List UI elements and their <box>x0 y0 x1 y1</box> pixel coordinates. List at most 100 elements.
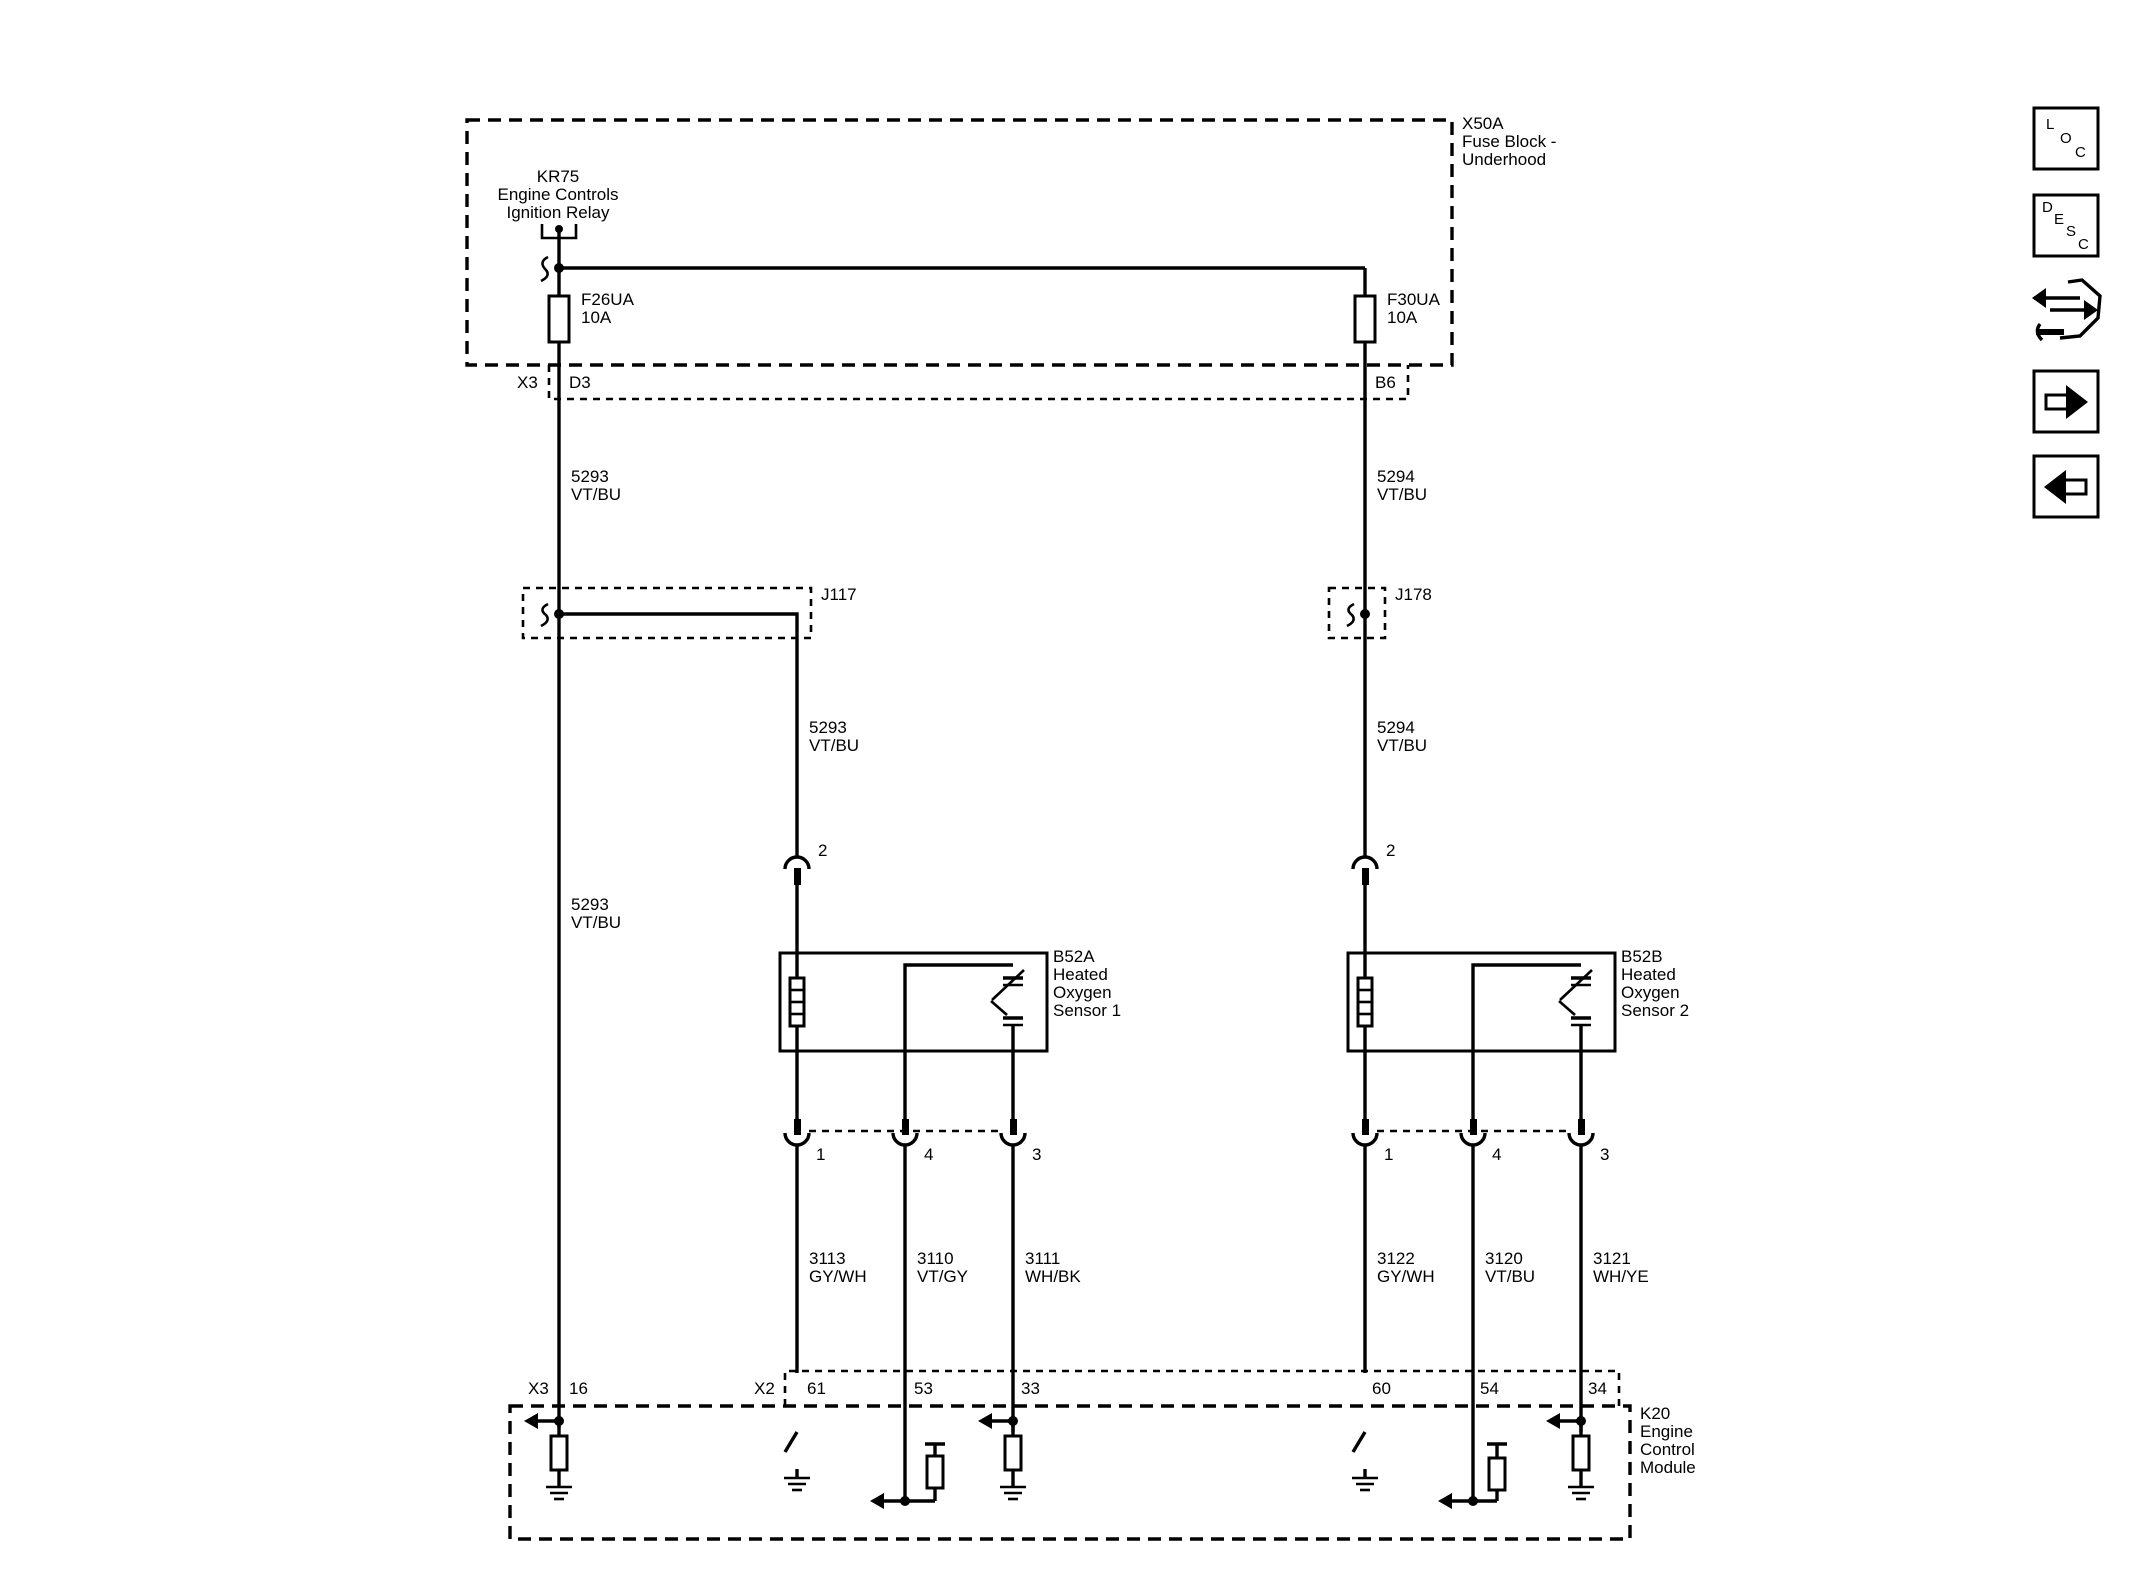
wire-5293-top-circuit: 5293 <box>571 467 609 486</box>
ecm-connector-x2-outline <box>783 1369 1621 1406</box>
fuse-f26ua-rating: 10A <box>581 308 612 327</box>
wire-3111-color: WH/BK <box>1025 1267 1081 1286</box>
loc-letter-o: O <box>2060 130 2072 147</box>
fuse-f26ua-name: F26UA <box>581 290 635 309</box>
wire-5293-top-color: VT/BU <box>571 485 621 504</box>
ecm-pin34-circuit <box>1546 1413 1594 1501</box>
fuse-f30ua-name: F30UA <box>1387 290 1441 309</box>
ecm-pin-53: 53 <box>914 1379 933 1398</box>
arrow-left-icon <box>2044 470 2088 504</box>
ecm-line1: Engine <box>1640 1422 1693 1441</box>
wire-3113-color: GY/WH <box>809 1267 867 1286</box>
relay-desc-2: Ignition Relay <box>506 203 610 222</box>
wire-5294-mid-color: VT/BU <box>1377 736 1427 755</box>
ecm-pin-61: 61 <box>807 1379 826 1398</box>
wire-5294-mid-circuit: 5294 <box>1377 718 1415 737</box>
wire-3121-circuit: 3121 <box>1593 1249 1631 1268</box>
fuse-f30ua-rating: 10A <box>1387 308 1418 327</box>
sensor-b52a-element-icon <box>990 969 1025 1027</box>
loc-letter-l: L <box>2046 116 2054 133</box>
desc-letter-c: C <box>2078 236 2089 253</box>
sensor-b52a-top-terminal <box>783 855 811 885</box>
fuse-f30ua <box>1353 294 1377 344</box>
ecm-line3: Module <box>1640 1458 1696 1477</box>
sensor-b52a-line1: Heated <box>1053 965 1108 984</box>
relay-contact-symbol <box>540 224 578 283</box>
service-procedure-icon[interactable] <box>2032 278 2102 342</box>
wire-3122-color: GY/WH <box>1377 1267 1435 1286</box>
fuse-block-desc-1: Fuse Block - <box>1462 132 1556 151</box>
splice-j117-name: J117 <box>821 585 857 604</box>
ecm-connector-x3: X3 <box>528 1379 549 1398</box>
sensor-b52b-top-pin: 2 <box>1386 841 1395 860</box>
ecm-pin60-switch <box>1351 1431 1378 1492</box>
sensor-b52b-terminal-3 <box>1567 1119 1595 1147</box>
ecm-pin-60: 60 <box>1372 1379 1391 1398</box>
fuse-block-x50a-outline <box>465 118 1454 367</box>
loc-letter-c: C <box>2075 144 2086 161</box>
fuse-connector-pin-b6: B6 <box>1375 373 1396 392</box>
wire-5293-left-circuit: 5293 <box>571 895 609 914</box>
desc-letter-e: E <box>2054 211 2064 228</box>
relay-name: KR75 <box>537 167 580 186</box>
sensor-b52a-terminal-3 <box>999 1119 1027 1147</box>
ecm-pin-16: 16 <box>569 1379 588 1398</box>
ecm-line2: Control <box>1640 1440 1695 1459</box>
ecm-pin-33: 33 <box>1021 1379 1040 1398</box>
wire-5294-top-color: VT/BU <box>1377 485 1427 504</box>
desc-letter-d: D <box>2042 199 2053 216</box>
wire-5293-left-color: VT/BU <box>571 913 621 932</box>
splice-j117-break <box>540 602 549 628</box>
previous-page-button[interactable] <box>2032 454 2100 519</box>
splice-j178-outline <box>1327 586 1387 640</box>
splice-j178-dot <box>1360 609 1370 619</box>
sensor-b52b-body <box>1346 951 1617 1053</box>
ecm-pin54-circuit <box>1438 1442 1507 1509</box>
sensor-b52a-terminal-1 <box>783 1119 811 1147</box>
wire-5293-mid-color: VT/BU <box>809 736 859 755</box>
sensor-b52b-heater-icon <box>1356 976 1374 1028</box>
sensor-b52b-line2: Oxygen <box>1621 983 1680 1002</box>
wire-3120-circuit: 3120 <box>1485 1249 1523 1268</box>
wire-3122-circuit: 3122 <box>1377 1249 1415 1268</box>
fuse-connector-x3-outline <box>547 365 1410 401</box>
wire-3121-color: WH/YE <box>1593 1267 1649 1286</box>
wire-5293-mid-circuit: 5293 <box>809 718 847 737</box>
arrow-right-icon <box>2044 385 2088 419</box>
fuse-connector-pin-d3: D3 <box>569 373 591 392</box>
splice-j178-break <box>1346 602 1355 628</box>
sensor-b52a-pin-4: 4 <box>924 1145 933 1164</box>
loc-button[interactable]: L O C <box>2032 106 2100 171</box>
desc-button[interactable]: D E S C <box>2032 193 2100 258</box>
sensor-b52b-element-icon <box>1558 969 1593 1027</box>
sensor-b52a-name: B52A <box>1053 947 1095 966</box>
sensor-b52a-pin-3: 3 <box>1032 1145 1041 1164</box>
splice-j178-name: J178 <box>1395 585 1432 604</box>
ecm-k20-outline <box>508 1404 1632 1541</box>
sensor-b52b-line1: Heated <box>1621 965 1676 984</box>
wire-sensor-a-signal-internal <box>903 963 1013 1119</box>
relay-desc-1: Engine Controls <box>498 185 619 204</box>
wire-3113-circuit: 3113 <box>809 1249 846 1268</box>
wire-3111-circuit: 3111 <box>1025 1249 1060 1268</box>
wire-sensor-b-signal-internal <box>1471 963 1581 1119</box>
sensor-b52a-line2: Oxygen <box>1053 983 1112 1002</box>
ecm-pin61-switch <box>783 1431 810 1492</box>
next-page-button[interactable] <box>2032 369 2100 434</box>
ecm-name: K20 <box>1640 1404 1670 1423</box>
sensor-b52b-pin-1: 1 <box>1384 1145 1393 1164</box>
wire-3110-circuit: 3110 <box>917 1249 954 1268</box>
sensor-b52a-line3: Sensor 1 <box>1053 1001 1121 1020</box>
ecm-pin33-circuit <box>978 1413 1026 1501</box>
sensor-b52b-terminal-1 <box>1351 1119 1379 1147</box>
sensor-b52b-name: B52B <box>1621 947 1663 966</box>
fuse-block-name: X50A <box>1462 114 1504 133</box>
wire-5293-branch <box>559 612 799 857</box>
ecm-pin-34: 34 <box>1588 1379 1607 1398</box>
wire-5294-top-circuit: 5294 <box>1377 467 1415 486</box>
sensor-b52b-pin-3: 3 <box>1600 1145 1609 1164</box>
wire-3120-color: VT/BU <box>1485 1267 1535 1286</box>
sensor-b52a-pin-1: 1 <box>816 1145 825 1164</box>
sensor-b52b-pin-4: 4 <box>1492 1145 1501 1164</box>
